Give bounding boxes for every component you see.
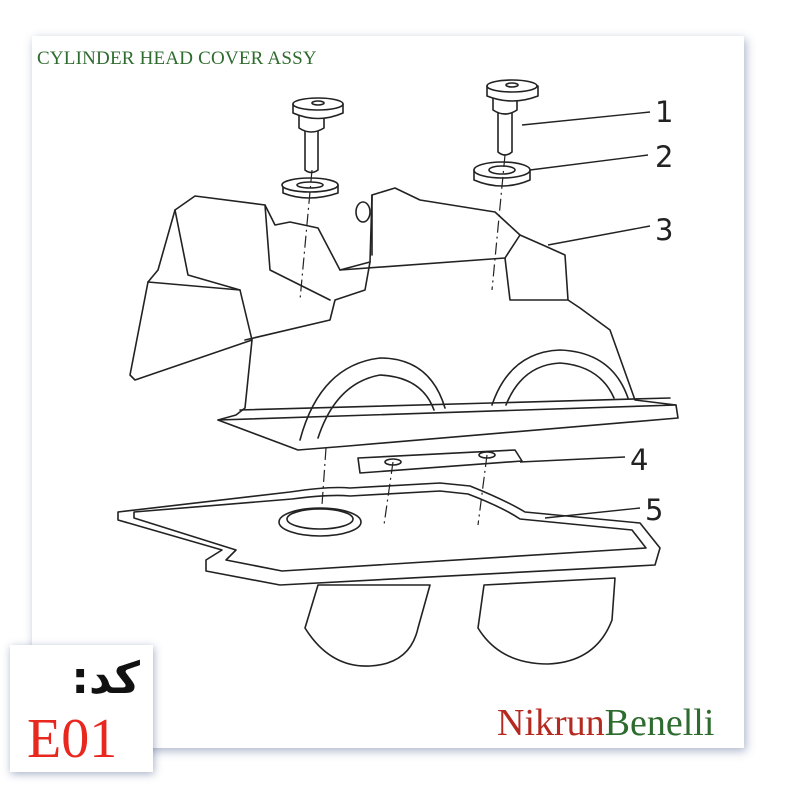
gasket-part-5 [117, 482, 661, 667]
callout-2: 2 [655, 140, 673, 174]
part-code-box: کد: E01 [10, 645, 153, 772]
bracket-part-4 [357, 449, 523, 474]
code-label: کد: [71, 653, 140, 704]
head-cover-part-3 [129, 187, 679, 451]
callout-leaders [519, 111, 651, 519]
brand-part-benelli: Benelli [604, 702, 715, 744]
brand-name: NikrunBenelli [497, 701, 714, 745]
washer-part-2 [281, 161, 531, 199]
callout-4: 4 [630, 443, 648, 477]
code-value: E01 [27, 708, 118, 770]
callout-1: 1 [655, 95, 673, 129]
callout-5: 5 [645, 493, 663, 527]
bolt-part-1 [292, 79, 539, 174]
brand-part-nikrun: Nikrun [497, 702, 605, 744]
callout-3: 3 [655, 213, 673, 247]
diagram-title: CYLINDER HEAD COVER ASSY [37, 48, 317, 69]
assembly-axis-lines [299, 154, 506, 526]
